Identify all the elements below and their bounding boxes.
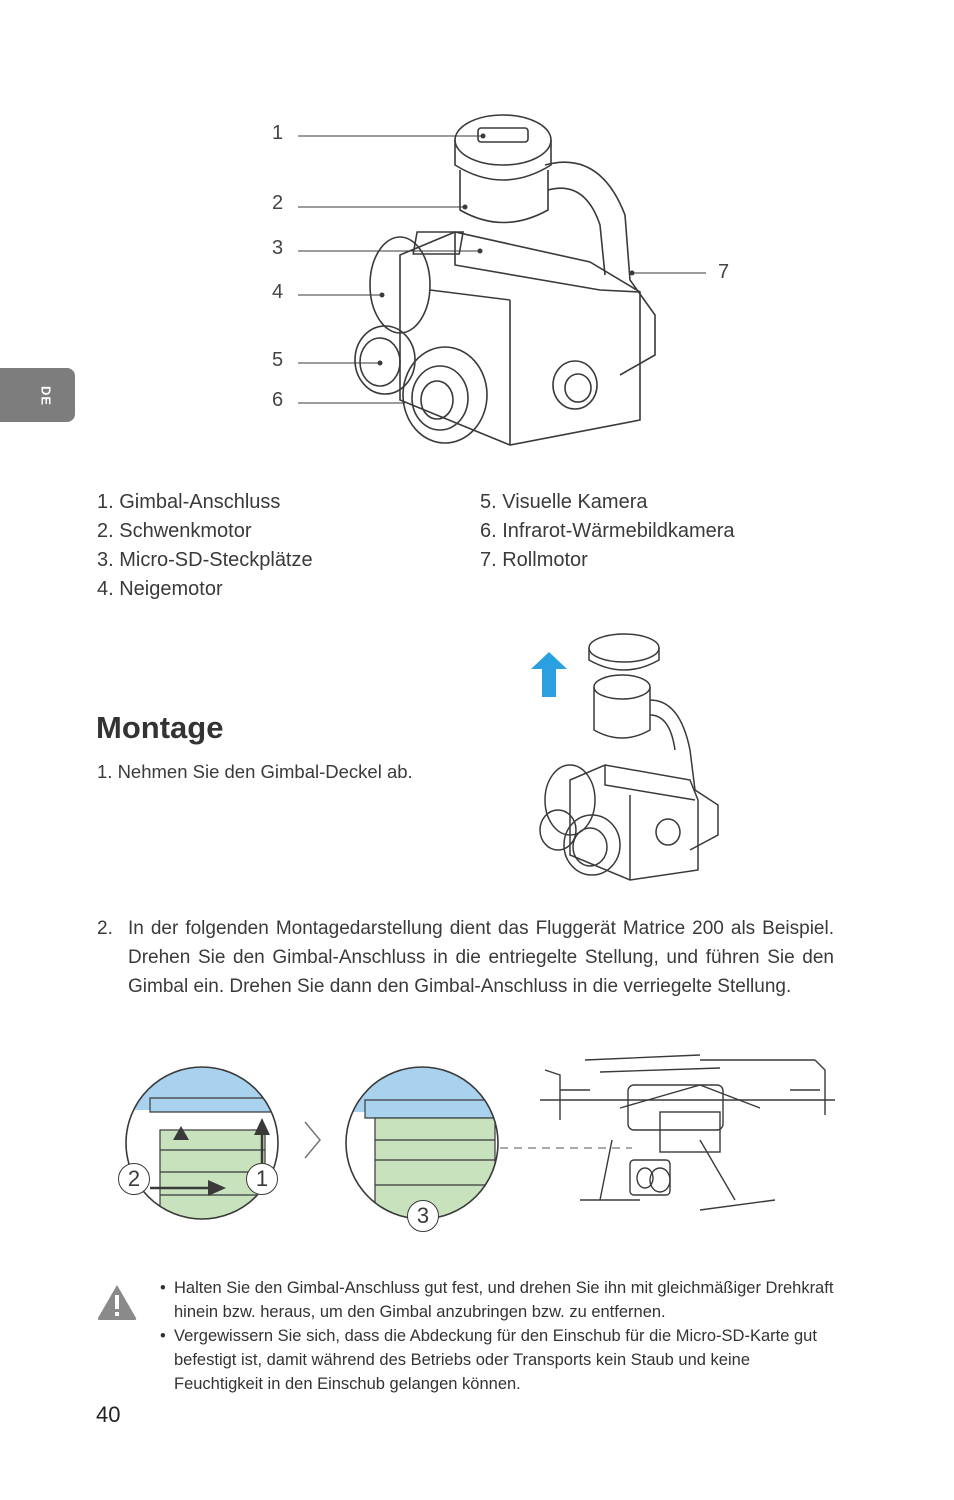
step-marker-2: 2 bbox=[118, 1163, 150, 1195]
parts-list-right: 5. Visuelle Kamera 6. Infrarot-Wärmebild… bbox=[480, 488, 735, 575]
part-item: 7. Rollmotor bbox=[480, 549, 588, 571]
part-item: 6. Infrarot-Wärmebildkamera bbox=[480, 520, 735, 542]
warning-icon bbox=[97, 1285, 137, 1320]
warning-item: Halten Sie den Gimbal-Anschluss gut fest… bbox=[160, 1276, 840, 1324]
warning-notes: Halten Sie den Gimbal-Anschluss gut fest… bbox=[160, 1276, 840, 1396]
parts-list-left: 1. Gimbal-Anschluss 2. Schwenkmotor 3. M… bbox=[97, 488, 313, 604]
diagram-label-5: 5 bbox=[272, 349, 284, 371]
diagram-label-4: 4 bbox=[272, 281, 284, 303]
section-title: Montage bbox=[96, 710, 224, 745]
mounting-illustration bbox=[125, 1054, 835, 1220]
part-item: 5. Visuelle Kamera bbox=[480, 491, 648, 513]
step-2-text: In der folgenden Montagedarstellung dien… bbox=[128, 918, 834, 997]
part-item: 4. Neigemotor bbox=[97, 578, 223, 600]
up-arrow-icon bbox=[531, 652, 567, 697]
step-2-number: 2. bbox=[97, 918, 113, 939]
step-marker-3: 3 bbox=[407, 1200, 439, 1232]
diagram-label-2: 2 bbox=[272, 192, 284, 214]
step-1-text: 1. Nehmen Sie den Gimbal-Deckel ab. bbox=[97, 761, 413, 782]
diagram-label-6: 6 bbox=[272, 389, 284, 411]
gimbal-cover-illustration bbox=[531, 633, 719, 881]
step-2: 2. In der folgenden Montagedarstellung d… bbox=[97, 914, 834, 1001]
warning-item: Vergewissern Sie sich, dass die Abdeckun… bbox=[160, 1324, 840, 1396]
part-item: 1. Gimbal-Anschluss bbox=[97, 491, 281, 513]
part-item: 2. Schwenkmotor bbox=[97, 520, 252, 542]
diagram-label-3: 3 bbox=[272, 237, 284, 259]
gimbal-camera-diagram bbox=[298, 114, 706, 446]
diagram-label-1: 1 bbox=[272, 122, 284, 144]
language-tab: DE bbox=[0, 368, 75, 422]
part-item: 3. Micro-SD-Steckplätze bbox=[97, 549, 313, 571]
page-number: 40 bbox=[96, 1402, 121, 1427]
diagram-label-7: 7 bbox=[718, 261, 730, 283]
step-marker-1: 1 bbox=[246, 1163, 278, 1195]
